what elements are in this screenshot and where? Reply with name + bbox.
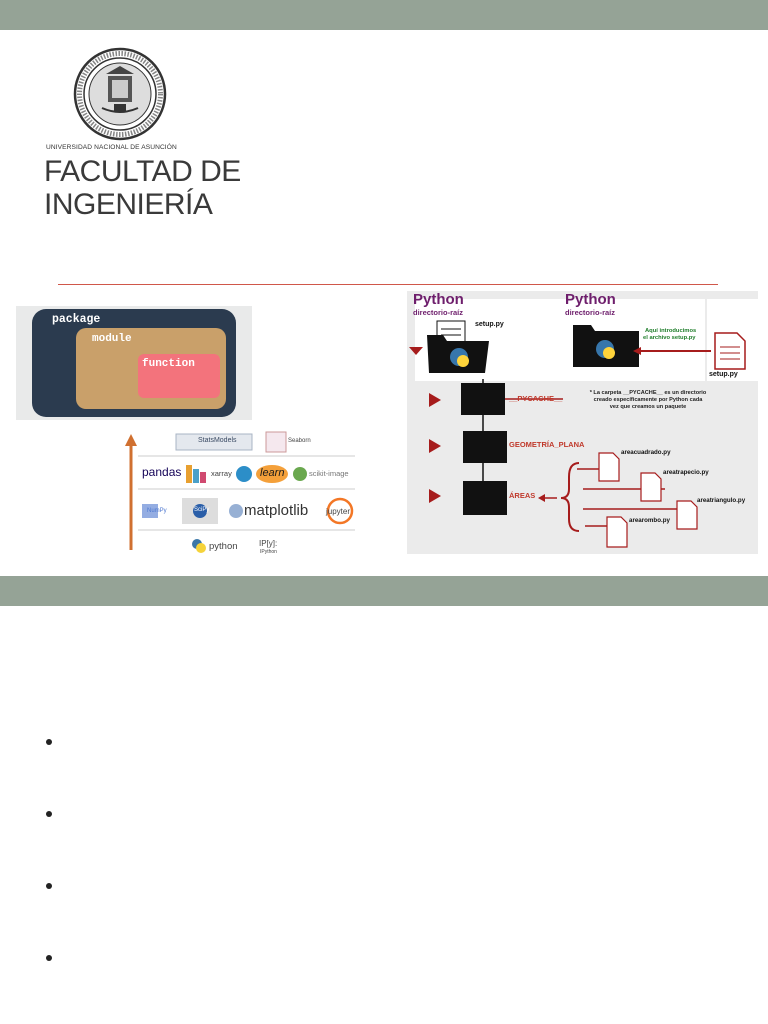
matplotlib-label: matplotlib: [244, 502, 309, 519]
python-title-left: Python: [413, 291, 464, 308]
python-subtitle-left: directorio-raíz: [413, 308, 464, 317]
learn-label: learn: [260, 467, 285, 479]
bullet-point-3: [46, 883, 52, 889]
python-ecosystem-diagram: StatsModels Seaborn pandas xarray learn …: [120, 428, 360, 560]
setup-label-right: setup.py: [709, 371, 738, 378]
folder-python-left-icon: [427, 320, 489, 373]
ipython-label: IPython: [260, 549, 277, 555]
package-diagram: package module function: [16, 306, 252, 420]
file-areatriangulo: areatriangulo.py: [697, 497, 746, 504]
bullet-point-4: [46, 955, 52, 961]
faculty-name-line2: INGENIERÍA: [44, 188, 213, 221]
faculty-name-line1: FACULTAD DE: [44, 155, 241, 188]
scipy-label: SciPy: [194, 507, 210, 513]
pandas-label: pandas: [142, 465, 182, 479]
green-note-line2: el archivo setup.py: [643, 335, 696, 341]
section-band: [0, 576, 768, 606]
university-name: UNIVERSIDAD NACIONAL DE ASUNCIÓN: [46, 144, 177, 151]
university-seal-icon: [72, 46, 168, 147]
pycache-label: __PYCACHE__: [509, 394, 563, 403]
areas-label: ÁREAS: [509, 491, 536, 500]
green-note-line1: Aquí introducimos: [645, 328, 697, 334]
setup-file-icon: [714, 332, 746, 370]
function-box: function: [138, 354, 220, 398]
python-label: python: [209, 541, 238, 552]
module-box: module function: [76, 328, 226, 409]
top-band: [0, 0, 768, 30]
python-title-right: Python: [565, 291, 616, 308]
seaborn-label: Seaborn: [288, 438, 311, 444]
divider-line: [58, 284, 718, 285]
python-package-structure-diagram: Python directorio-raíz Python directorio…: [407, 291, 758, 554]
package-label: package: [52, 313, 101, 326]
package-structure-graphics: [409, 299, 758, 548]
numpy-label: NumPy: [147, 508, 167, 514]
pycache-note-line1: * La carpeta __PYCACHE__ es un directori…: [589, 390, 707, 396]
bullet-point-1: [46, 739, 52, 745]
ecosystem-lines: [125, 431, 355, 553]
file-arearombo: arearombo.py: [629, 517, 670, 524]
statsmodels-label: StatsModels: [198, 437, 237, 444]
pycache-note-line3: vez que creamos un paquete: [609, 404, 687, 410]
package-box: package module function: [32, 309, 236, 417]
folder-python-right-icon: [573, 325, 639, 367]
module-label: module: [92, 333, 132, 345]
file-areatrapecio: areatrapecio.py: [663, 469, 709, 476]
python-subtitle-right: directorio-raíz: [565, 308, 616, 317]
function-label: function: [142, 358, 195, 370]
geometria-label: GEOMETRÍA_PLANA: [509, 440, 585, 449]
setup-label-left: setup.py: [475, 321, 504, 328]
jupyter-label: jupyter: [326, 507, 351, 516]
pycache-note-line2: creado específicamente por Python cada: [593, 397, 703, 403]
xarray-label: xarray: [211, 469, 232, 478]
bullet-point-2: [46, 811, 52, 817]
file-areacuadrado: areacuadrado.py: [621, 449, 671, 456]
ipython-prompt-label: IP[y]:: [259, 539, 278, 548]
scikit-image-label: scikit-image: [309, 469, 349, 478]
